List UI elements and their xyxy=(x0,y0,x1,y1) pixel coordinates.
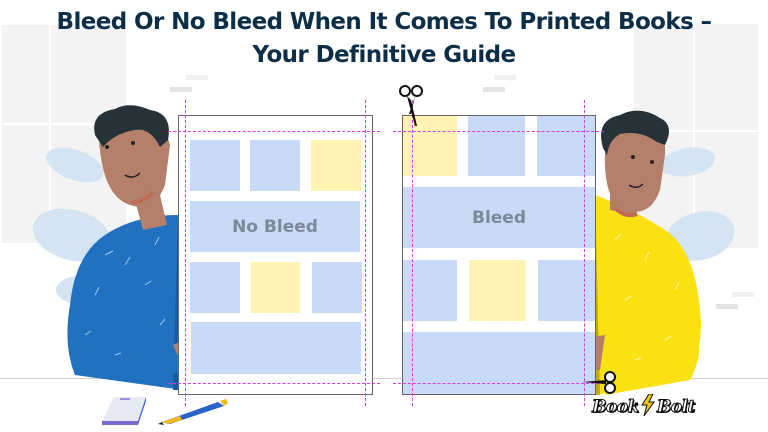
window-divider xyxy=(49,25,51,243)
trim-guide-horizontal xyxy=(393,383,604,384)
decor-step xyxy=(732,292,754,297)
person-yellow-shirt xyxy=(550,110,701,395)
gutter xyxy=(457,116,468,176)
gutter xyxy=(403,176,595,187)
window-divider xyxy=(634,130,758,132)
gutter xyxy=(403,248,595,260)
tile xyxy=(190,262,240,313)
logo-text-book: Book xyxy=(592,397,640,418)
book-bolt-logo: Book Bolt xyxy=(592,393,696,418)
tile xyxy=(190,140,240,191)
decor-step xyxy=(483,87,505,92)
window-divider xyxy=(2,123,126,125)
logo-text-bolt: Bolt xyxy=(656,397,696,418)
trim-guide-vertical xyxy=(412,100,413,406)
tile-wide: No Bleed xyxy=(190,201,360,252)
decor-step xyxy=(716,304,738,309)
notepad-icon xyxy=(102,397,146,425)
trim-guide-vertical xyxy=(185,100,186,406)
tile xyxy=(250,140,300,191)
gutter xyxy=(457,260,469,321)
trim-guide-vertical xyxy=(365,100,366,406)
trim-guide-horizontal xyxy=(168,383,380,384)
tile xyxy=(312,262,362,313)
pen-icon xyxy=(158,399,228,425)
gutter xyxy=(403,321,595,332)
lightning-bolt-icon xyxy=(640,393,655,417)
gutter xyxy=(526,260,538,321)
tile-wide xyxy=(191,322,361,374)
tile-highlight xyxy=(311,140,361,191)
ground-line xyxy=(0,378,768,379)
decor-step xyxy=(494,75,516,80)
no-bleed-label: No Bleed xyxy=(232,216,318,237)
trim-guide-horizontal xyxy=(393,131,604,132)
page-title: Bleed Or No Bleed When It Comes To Print… xyxy=(0,6,768,72)
tile-highlight xyxy=(469,260,526,321)
scissors-icon xyxy=(582,371,616,394)
decor-step xyxy=(186,75,208,80)
window-divider xyxy=(693,24,695,248)
trim-guide-vertical xyxy=(584,100,585,406)
gutter xyxy=(525,116,537,176)
title-line-1: Bleed Or No Bleed When It Comes To Print… xyxy=(56,9,713,35)
bleed-label: Bleed xyxy=(471,207,526,228)
tile-highlight xyxy=(251,262,300,313)
trim-guide-horizontal xyxy=(168,131,380,132)
tile-wide: Bleed xyxy=(403,187,595,248)
decor-step xyxy=(170,87,192,92)
title-line-2: Your Definitive Guide xyxy=(252,42,517,68)
scissors-icon xyxy=(399,85,423,126)
